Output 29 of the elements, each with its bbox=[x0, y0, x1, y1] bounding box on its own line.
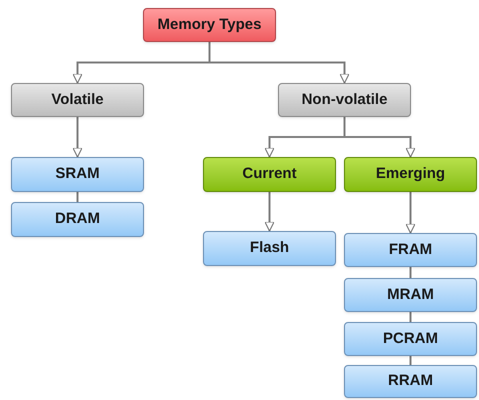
node-label: PCRAM bbox=[383, 328, 438, 349]
node-label: SRAM bbox=[55, 164, 100, 184]
memory-box bbox=[344, 278, 477, 312]
connector-arrow bbox=[344, 117, 416, 158]
subcategory-box bbox=[203, 157, 336, 192]
root-box bbox=[143, 8, 276, 42]
subcategory-box bbox=[344, 157, 477, 192]
node-label: RRAM bbox=[388, 371, 433, 392]
connector-arrow bbox=[72, 117, 83, 158]
node-label: FRAM bbox=[388, 240, 432, 260]
memory-box bbox=[11, 157, 144, 192]
connector-arrow bbox=[405, 192, 416, 234]
memory-box bbox=[344, 322, 477, 356]
node-label: Emerging bbox=[376, 164, 446, 184]
node-label: MRAM bbox=[387, 284, 434, 305]
memory-box bbox=[11, 202, 144, 237]
node-label: Current bbox=[242, 164, 297, 184]
category-box bbox=[11, 83, 144, 117]
category-box bbox=[278, 83, 411, 117]
node-label: Non-volatile bbox=[302, 90, 388, 110]
node-label: Memory Types bbox=[158, 14, 262, 35]
node-label: Volatile bbox=[51, 90, 104, 110]
node-label: DRAM bbox=[55, 209, 100, 230]
connector-arrow bbox=[264, 192, 275, 232]
node-label: Flash bbox=[250, 238, 290, 258]
connector-arrow bbox=[208, 42, 350, 84]
memory-box bbox=[344, 365, 477, 398]
memory-box bbox=[203, 231, 336, 266]
memory-box bbox=[344, 233, 477, 267]
